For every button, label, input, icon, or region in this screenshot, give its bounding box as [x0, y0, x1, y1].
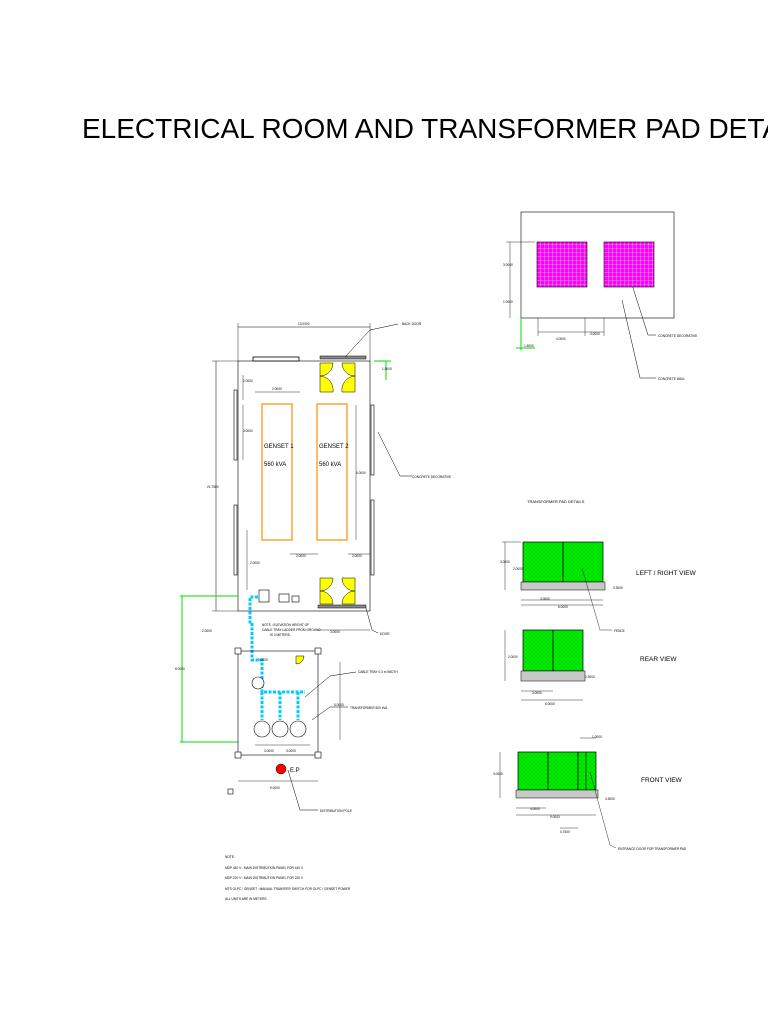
dim-left-3: 2.0000 — [250, 561, 260, 565]
dim-left-1: 2.0000 — [243, 379, 253, 383]
rear-dim-w1: 3.0000 — [532, 691, 542, 695]
cable-note-line-2: CABLE TRAY LADDER FROM GROUND — [262, 628, 321, 632]
notes-block: NOTE: MDP 440 V : MAIN DISTRIBUTION PANE… — [225, 855, 351, 901]
entrance-door-label: ENTRANCE DOOR FOR TRANSFORMER PAD — [618, 847, 687, 851]
note-line: ALL UNITS ARE IN METERS — [225, 897, 267, 901]
dim-gap-right: 2.0000 — [352, 554, 362, 558]
pad-plan-concrete-decorative: CONCRETE DECORATIVE — [658, 334, 697, 338]
dim-left-2: 3.0000 — [243, 429, 253, 433]
concrete-decorative-label: CONCRETE DECORATIVE — [412, 475, 451, 479]
door-label: DOOR — [380, 632, 390, 636]
note-line: MTS OLPC / GENSET : MANUAL TRANSFER SWIT… — [225, 887, 351, 891]
pad-plan-dim-green: 1.5000 — [524, 344, 534, 348]
pad-door-leaf — [295, 655, 305, 665]
front-dim-w1: 4.0000 — [530, 807, 540, 811]
dim-tx-bottom: 9.0000 — [270, 786, 280, 790]
front-door-leaves — [319, 577, 356, 605]
distribution-panels — [258, 589, 300, 603]
transformer-label: TRANSFORMER 500 kVA — [350, 706, 388, 710]
transformer-pad-plan — [227, 647, 341, 795]
earth-pit-marker — [275, 763, 287, 775]
dim-top-width: 13.0000 — [298, 322, 310, 326]
dim-green-top: 1.5000 — [382, 367, 392, 371]
genset-2-rating: 560 kVA — [319, 462, 341, 468]
rear-view-title: REAR VIEW — [640, 656, 677, 663]
pad-plan-dim-h2: 1.0000 — [503, 300, 513, 304]
left-right-view — [502, 541, 612, 631]
dim-tx-right: 5.0000 — [334, 703, 344, 707]
pad-plan-concrete-wall: CONCRETE WALL — [658, 377, 686, 381]
front-dim-base: 0.3000 — [605, 797, 615, 801]
left-right-view-title: LEFT / RIGHT VIEW — [636, 570, 697, 577]
rear-dim-w2: 6.0000 — [545, 702, 555, 706]
front-dim-h: 3.0000 — [493, 772, 503, 776]
distribution-pole-label: DISTRIBUTION POLE — [320, 809, 352, 813]
dim-overall-height: 21.7500 — [207, 485, 219, 489]
front-dim-bottom: 0.7500 — [560, 830, 570, 834]
cable-note-line-1: NOTE : ELEVATION HEIGHT OF — [262, 623, 309, 627]
green-dimension-markers — [180, 360, 391, 743]
back-door-leaves — [319, 362, 356, 393]
earth-pit-label: E.P — [290, 768, 300, 774]
dim-gap-mid: 2.0000 — [296, 554, 306, 558]
electrical-room-plan — [212, 323, 412, 811]
rear-dim-base: 0.3000 — [585, 675, 595, 679]
front-view — [499, 737, 617, 849]
fence-label: FENCE — [614, 629, 625, 633]
dim-left-4: 2.0000 — [202, 629, 212, 633]
pad-plan-dim-w1: 4.0000 — [556, 337, 566, 341]
pad-plan-view — [506, 211, 675, 379]
dim-tx-gap-2: 3.0000 — [286, 749, 296, 753]
dim-right-side: 6.0000 — [356, 471, 366, 475]
pad-plan-dim-h1: 3.0000 — [503, 263, 513, 267]
front-dim-top: 1.0000 — [592, 735, 602, 739]
pad-plan-dim-w2: 3.0000 — [590, 332, 600, 336]
pad-details-heading: TRANSFORMER PAD DETAILS — [527, 499, 585, 504]
lr-dim-h2: 2.0000 — [513, 567, 523, 571]
dim-door-width: 3.0000 — [330, 630, 340, 634]
drawing-title: ELECTRICAL ROOM AND TRANSFORMER PAD DETA… — [82, 113, 768, 144]
genset-1-outline — [261, 403, 293, 541]
rear-view — [504, 629, 586, 701]
genset-1-rating: 560 kVA — [264, 462, 286, 468]
rear-dim-h: 2.0000 — [508, 655, 518, 659]
lr-dim-h: 3.0000 — [500, 560, 510, 564]
front-view-title: FRONT VIEW — [641, 777, 683, 784]
lr-dim-w1: 3.0000 — [540, 597, 550, 601]
back-door-label: BACK DOOR — [402, 322, 422, 326]
lr-dim-w2: 6.0000 — [558, 605, 568, 609]
dim-gap-top: 2.0000 — [272, 387, 282, 391]
dim-tx-top: 3.0000 — [258, 658, 268, 662]
cable-tray-label: CABLE TRAY 0.3 m WIDTH — [358, 670, 398, 674]
genset-2-label: GENSET 2 — [319, 444, 349, 450]
note-line: MDP 220 V : MAIN DISTRIBUTION PANEL FOR … — [225, 876, 304, 880]
dim-tx-gap-1: 3.0000 — [264, 749, 274, 753]
note-line: MDP 440 V : MAIN DISTRIBUTION PANEL FOR … — [225, 866, 304, 870]
pad-plan-green-marker — [516, 318, 535, 350]
front-dim-w2: 9.0000 — [550, 815, 560, 819]
concrete-decorative-block-right — [603, 241, 655, 288]
dim-green-left: 6.0000 — [175, 667, 185, 671]
genset-2-outline — [316, 403, 348, 541]
cable-note-line-3: IS 3 METERS — [270, 633, 290, 637]
notes-heading: NOTE: — [225, 855, 235, 859]
lr-dim-base: 0.3000 — [613, 586, 623, 590]
genset-1-label: GENSET 1 — [264, 444, 294, 450]
concrete-decorative-block-left — [536, 241, 588, 288]
